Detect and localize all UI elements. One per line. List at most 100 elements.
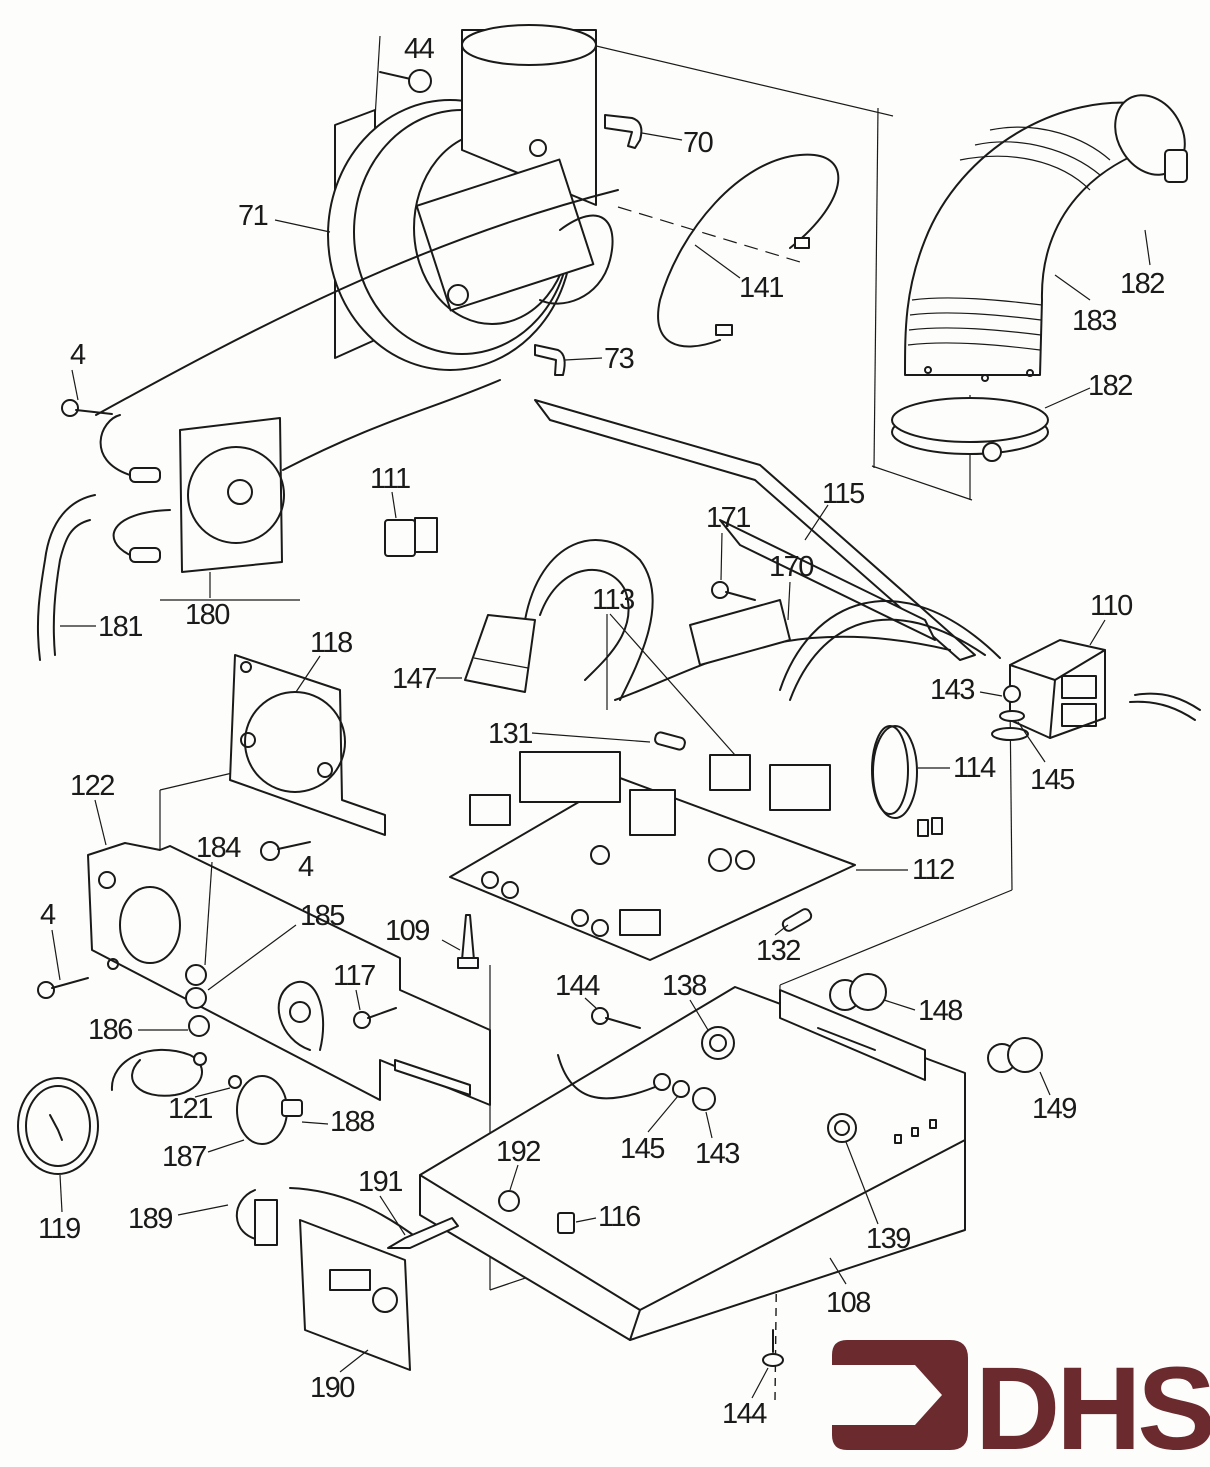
lead-141[interactable] [657,153,840,348]
screw-144-base[interactable] [762,1329,784,1367]
label-44: 44 [404,33,435,65]
screw-144-box[interactable] [591,1007,641,1029]
label-121: 121 [168,1093,212,1125]
label-182-lower: 182 [1088,370,1132,402]
label-149: 149 [1032,1093,1076,1125]
label-147: 147 [392,663,436,695]
label-4-pressure-switch: 4 [70,339,86,371]
gland-nut-138[interactable] [701,1026,735,1060]
nut-143-transformer[interactable] [1003,685,1021,703]
main-pcb[interactable] [449,751,856,961]
label-144-box: 144 [555,970,600,1002]
label-145-earth: 145 [620,1133,664,1165]
label-141: 141 [739,272,783,304]
label-131: 131 [488,718,532,750]
label-108: 108 [826,1287,870,1319]
label-148: 148 [918,995,962,1027]
ignition-pcb[interactable] [299,1219,411,1371]
label-187: 187 [162,1141,206,1173]
label-114: 114 [953,752,996,784]
label-188: 188 [330,1106,374,1138]
wiring-harness[interactable] [524,539,1001,701]
gland-nut-139[interactable] [827,1113,857,1143]
dhs-logo: DHS [832,1340,1210,1467]
label-122: 122 [70,770,114,802]
rocker-switch[interactable] [384,517,438,557]
pcb-pillar-109[interactable] [457,914,479,969]
label-4-fascia: 4 [40,899,56,931]
label-170: 170 [769,551,813,583]
cable-gland-148[interactable] [829,973,887,1011]
control-fascia[interactable] [87,842,491,1106]
transformer[interactable] [1009,639,1201,739]
label-145-transformer: 145 [1030,764,1074,796]
washer-145-transformer[interactable] [991,710,1029,741]
hose-clip-upper[interactable] [1164,149,1188,183]
nut-192[interactable] [498,1190,520,1212]
label-111: 111 [370,463,410,495]
label-143-earth: 143 [695,1138,739,1170]
label-184: 184 [196,832,241,864]
hose-clip-lower[interactable] [891,397,1049,462]
label-171: 171 [706,502,750,534]
control-box[interactable] [419,986,966,1341]
label-139: 139 [866,1223,910,1255]
label-113: 113 [592,584,634,616]
logo-text: DHS [975,1343,1210,1467]
flexible-elbow[interactable] [904,83,1199,382]
fuse-132[interactable] [781,907,813,932]
label-191: 191 [358,1166,402,1198]
earth-lead[interactable] [557,1054,671,1100]
connector-plug-147[interactable] [464,614,536,693]
gauge-bracket[interactable] [229,654,386,836]
thermostat-188[interactable] [281,1099,303,1117]
indicator-lamp-186[interactable] [188,1015,210,1037]
fan-assembly[interactable] [95,24,619,416]
screw-4-pressure-switch[interactable] [61,399,113,417]
screw-4-bracket[interactable] [260,841,311,861]
label-181: 181 [98,611,142,643]
arrow-logo-icon [832,1340,968,1450]
nut-143-earth[interactable] [692,1087,716,1111]
sensing-tube-70[interactable] [604,114,643,149]
label-182-upper: 182 [1120,268,1164,300]
thermostat-knob-187[interactable] [236,1075,288,1145]
terminal-block[interactable] [689,599,791,666]
label-132: 132 [756,935,800,967]
probe-nut-121[interactable] [193,1052,242,1089]
bracket-115[interactable] [534,399,976,661]
cable-181[interactable] [36,494,96,661]
label-144-base: 144 [722,1398,767,1430]
label-71: 71 [238,200,268,232]
label-118: 118 [310,627,352,659]
temperature-gauge[interactable] [17,1049,203,1175]
label-143-transformer: 143 [930,674,974,706]
part-labels: 44 70 71 73 141 182 183 182 4 111 115 18… [38,33,1166,1430]
pressure-switch[interactable] [99,379,501,573]
screw-44[interactable] [379,69,432,93]
screw-117[interactable] [353,1007,397,1029]
label-185: 185 [300,900,344,932]
label-180: 180 [185,599,229,631]
label-116: 116 [598,1201,640,1233]
label-192: 192 [496,1136,540,1168]
cable-gland-149[interactable] [987,1037,1043,1073]
label-117: 117 [333,960,375,992]
screw-4-fascia[interactable] [37,977,89,999]
washer-145-earth[interactable] [672,1080,690,1098]
screw-171[interactable] [711,581,756,601]
label-138: 138 [662,970,706,1002]
indicator-lamp-185[interactable] [185,987,207,1009]
indicator-lamp-184[interactable] [185,964,207,986]
lead-114[interactable] [871,725,943,837]
label-190: 190 [310,1372,354,1404]
label-70: 70 [683,127,713,159]
ignition-electrode-191[interactable] [387,1217,459,1249]
label-115: 115 [822,478,864,510]
label-186: 186 [88,1014,132,1046]
ignition-lead-189[interactable] [235,1187,421,1246]
clip-nut-116[interactable] [557,1212,575,1234]
sensing-tube-73[interactable] [534,344,566,376]
fuse-131[interactable] [654,731,686,751]
